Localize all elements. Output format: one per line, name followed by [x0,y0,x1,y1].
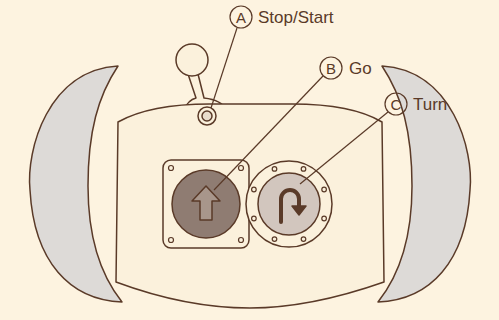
left-grip [30,66,122,302]
device-body [116,104,384,308]
callout-circle [320,57,342,79]
part-label: Go [349,60,372,77]
stop-start-button [198,107,216,125]
leader-line [300,112,388,184]
go-arrow [192,186,220,220]
callout-letter: A [236,10,246,25]
turn-arrowhead [292,206,306,215]
leader-line [211,28,237,108]
callout-letter: B [326,61,336,76]
right-grip [378,66,470,302]
go-panel [163,160,249,248]
leader-line [214,76,323,190]
antenna-ball [176,44,208,76]
callout-circle [385,93,407,115]
part-label: Stop/Start [258,9,334,26]
panel-bolt [301,237,306,242]
panel-bolt [252,216,257,221]
panel-bolt [272,237,277,242]
panel-bolt [322,187,327,192]
turn-button [258,173,320,235]
callout-letter: C [391,97,402,112]
panel-bolt [272,167,277,172]
turn-panel [246,161,332,247]
panel-bolt [301,167,306,172]
panel-bolt [322,216,327,221]
go-button [172,170,240,238]
callout-circle [230,6,252,28]
stop-start-button-center [202,111,212,121]
part-label: Turn [413,96,447,113]
panel-bolt [252,187,257,192]
